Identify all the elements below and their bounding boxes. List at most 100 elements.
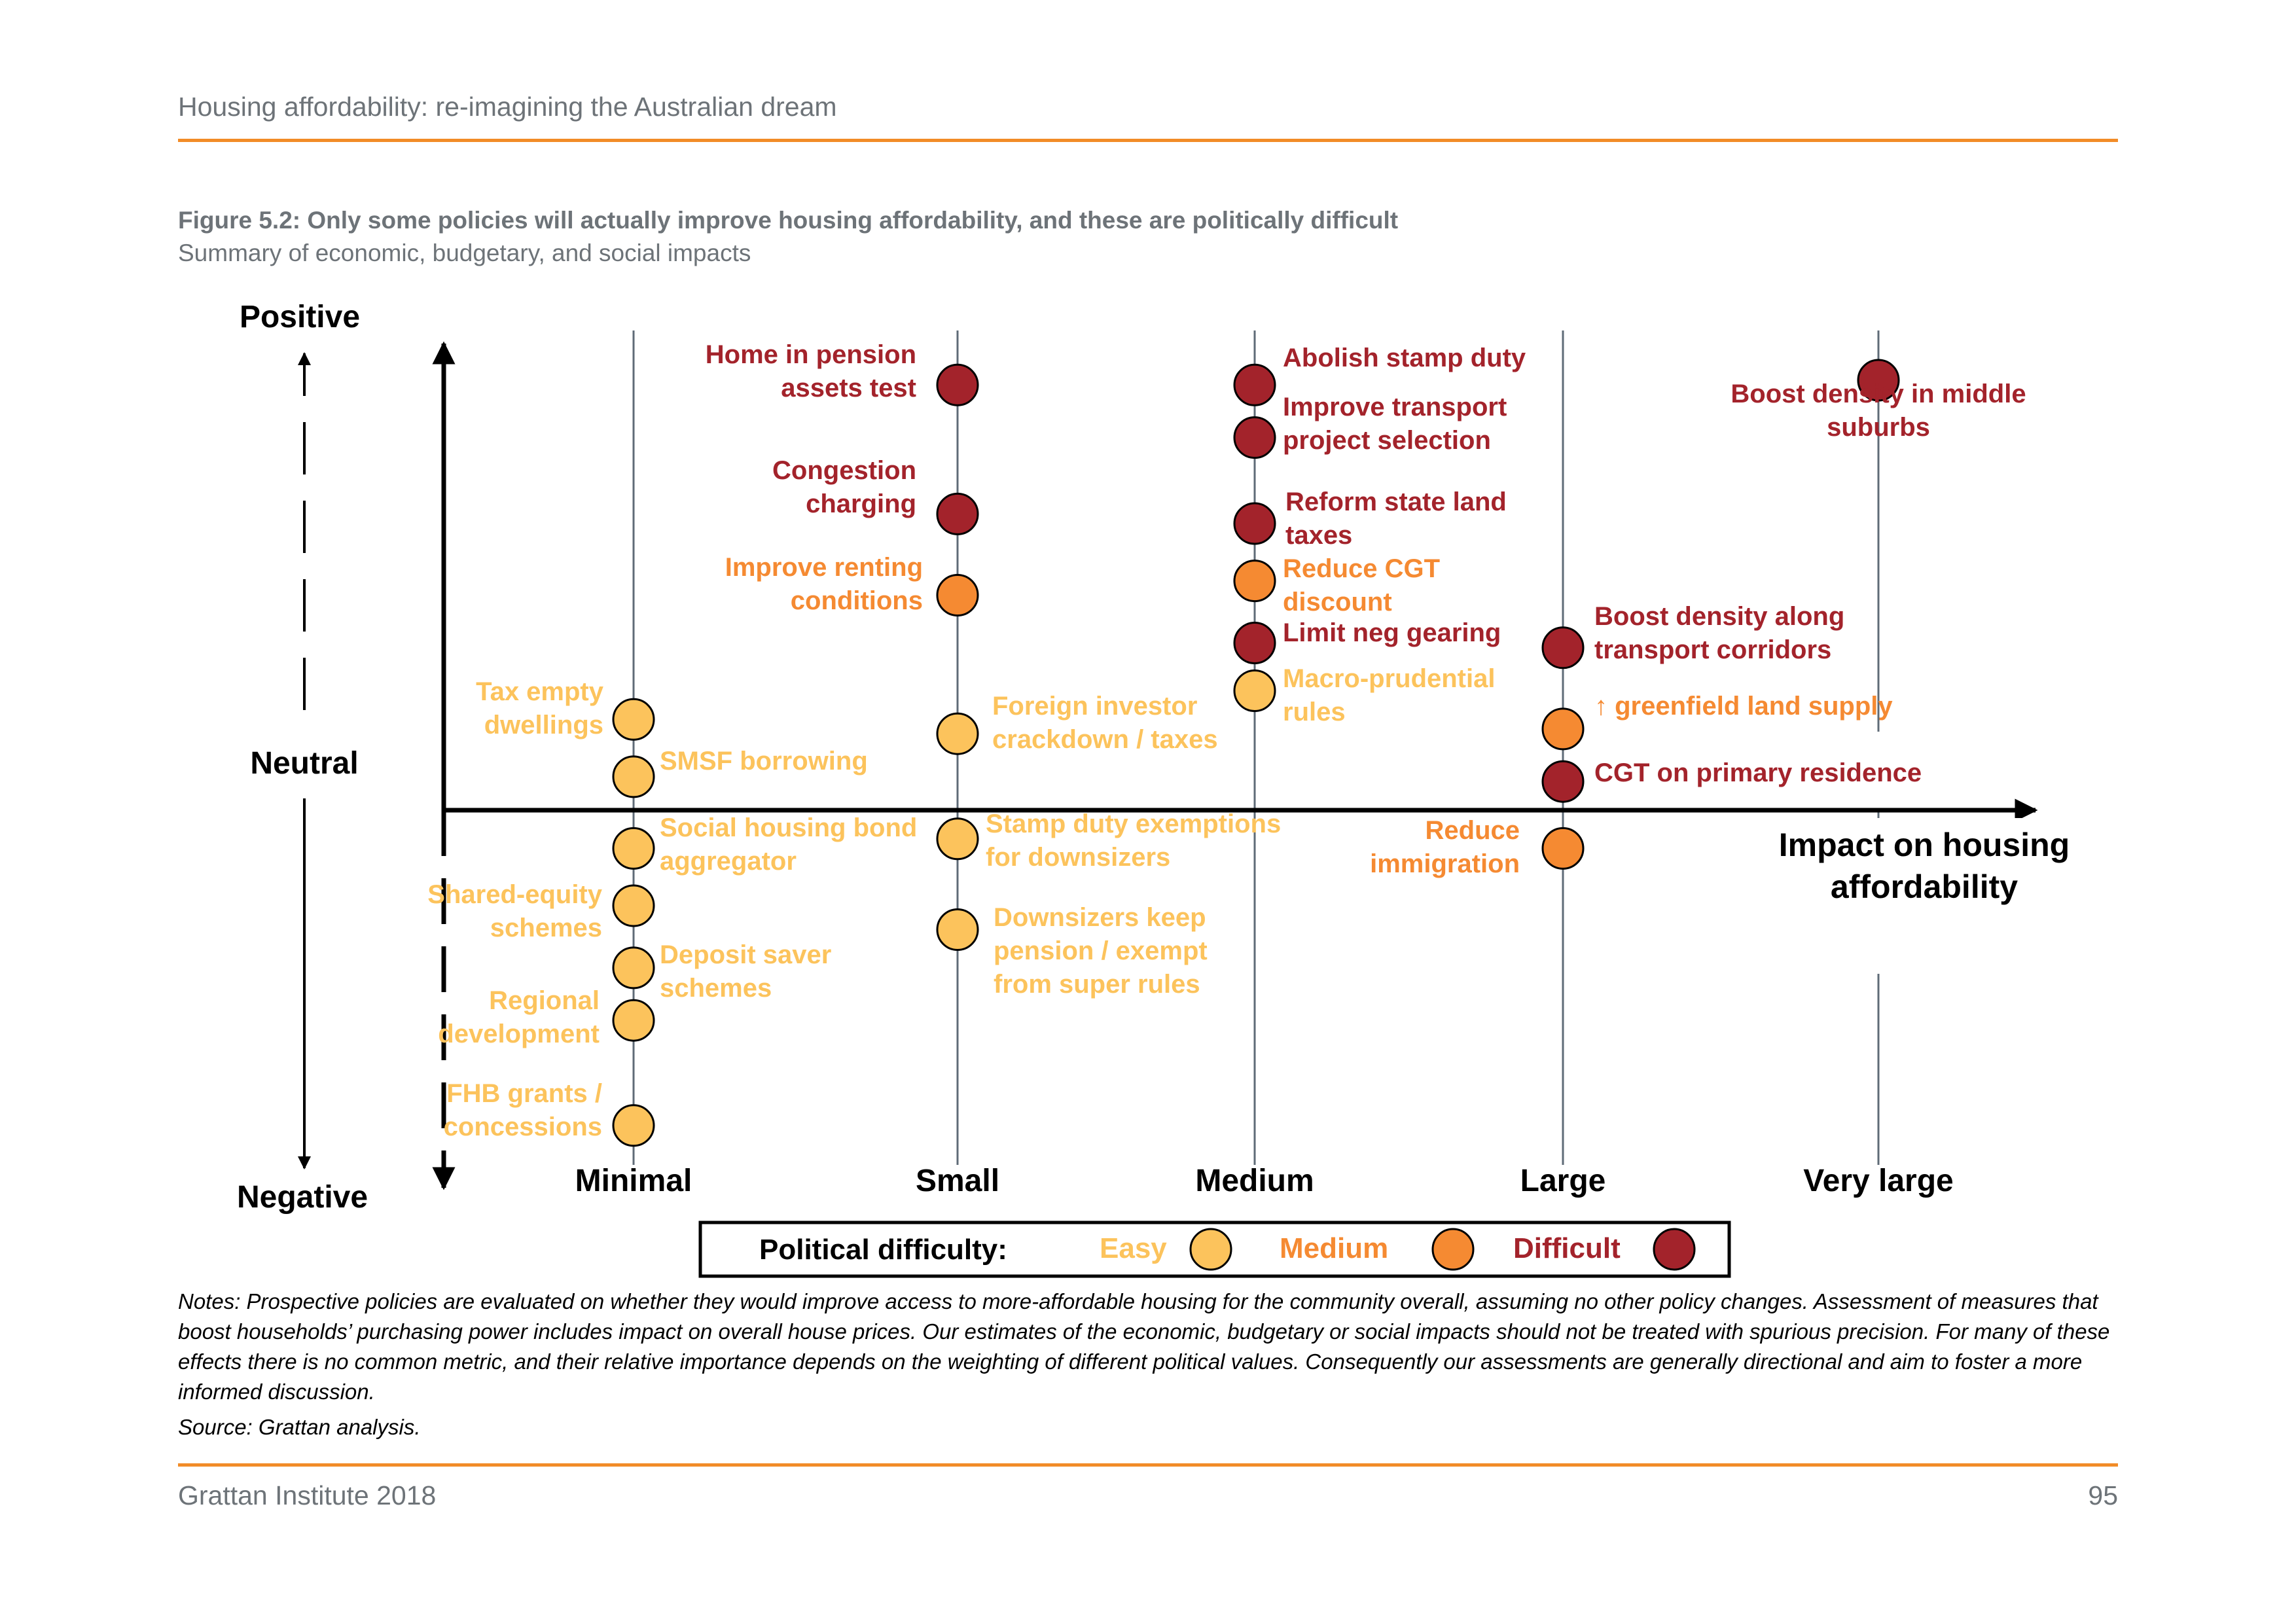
label-smsf-borrowing: SMSF borrowing — [660, 747, 868, 776]
notes: Notes: Prospective policies are evaluate… — [178, 1289, 2110, 1404]
marker-downsizers-keep-pension-exempt-from-super-rules — [936, 908, 979, 951]
y-label-negative: Negative — [237, 1180, 368, 1215]
marker-greenfield-land-supply — [1541, 707, 1585, 751]
point-fhb-grants-concessions: FHB grants /concessions — [444, 1079, 655, 1147]
marker-stamp-duty-exemptions-for-downsizers — [936, 817, 979, 861]
point-greenfield-land-supply: ↑ greenfield land supply — [1541, 692, 1893, 751]
marker-home-in-pension-assets-test — [936, 363, 979, 406]
x-tick-medium: Medium — [1195, 1164, 1314, 1198]
marker-social-housing-bond-aggregator — [612, 827, 655, 870]
point-limit-neg-gearing: Limit neg gearing — [1233, 618, 1501, 664]
marker-improve-renting-conditions — [936, 574, 979, 616]
legend-marker-difficult — [1653, 1228, 1696, 1271]
x-tick-large: Large — [1520, 1164, 1606, 1198]
marker-reduce-cgt-discount — [1233, 560, 1276, 603]
footer-rule — [178, 1463, 2118, 1467]
legend-marker-medium — [1431, 1228, 1475, 1271]
point-smsf-borrowing: SMSF borrowing — [612, 747, 868, 798]
marker-limit-neg-gearing — [1233, 622, 1276, 664]
legend-marker-easy — [1189, 1228, 1232, 1271]
legend-title: Political difficulty: — [759, 1234, 1007, 1266]
label-fhb-grants-concessions: FHB grants /concessions — [444, 1079, 602, 1141]
marker-regional-development — [612, 999, 655, 1042]
legend-label-easy: Easy — [1100, 1232, 1167, 1264]
marker-shared-equity-schemes — [612, 884, 655, 927]
marker-boost-density-in-middle-suburbs — [1857, 359, 1900, 402]
marker-reform-state-land-taxes — [1233, 502, 1276, 545]
label-abolish-stamp-duty: Abolish stamp duty — [1283, 344, 1526, 372]
marker-tax-empty-dwellings — [612, 698, 655, 741]
footer-institute: Grattan Institute 2018 — [178, 1480, 437, 1510]
header-rule — [178, 139, 2118, 142]
marker-deposit-saver-schemes — [612, 946, 655, 990]
x-tick-small: Small — [916, 1164, 999, 1198]
legend-label-difficult: Difficult — [1513, 1232, 1621, 1264]
figure-subtitle: Summary of economic, budgetary, and soci… — [178, 240, 751, 266]
marker-macro-prudential-rules — [1233, 669, 1276, 712]
marker-fhb-grants-concessions — [612, 1104, 655, 1147]
marker-reduce-immigration — [1541, 827, 1585, 870]
legend: Political difficulty: Easy Medium Difficult — [698, 1221, 1731, 1278]
page-number: 95 — [2088, 1480, 2118, 1510]
source: Source: Grattan analysis. — [178, 1415, 421, 1439]
marker-congestion-charging — [936, 492, 979, 535]
x-axis-title-bg — [1761, 818, 2088, 908]
running-header: Housing affordability: re-imagining the … — [178, 92, 837, 122]
label-cgt-on-primary-residence: CGT on primary residence — [1594, 758, 1922, 787]
marker-smsf-borrowing — [612, 755, 655, 798]
y-label-positive: Positive — [240, 300, 360, 334]
x-tick-very-large: Very large — [1803, 1164, 1954, 1198]
point-cgt-on-primary-residence: CGT on primary residence — [1541, 758, 1922, 803]
label-limit-neg-gearing: Limit neg gearing — [1283, 618, 1501, 647]
marker-foreign-investor-crackdown-taxes — [936, 712, 979, 755]
marker-improve-transport-project-selection — [1233, 416, 1276, 459]
point-abolish-stamp-duty: Abolish stamp duty — [1233, 344, 1526, 406]
y-label-neutral: Neutral — [250, 746, 358, 781]
figure-title: Figure 5.2: Only some policies will actu… — [178, 207, 1399, 234]
legend-label-medium: Medium — [1280, 1232, 1388, 1264]
marker-cgt-on-primary-residence — [1541, 760, 1585, 803]
marker-abolish-stamp-duty — [1233, 363, 1276, 406]
marker-boost-density-along-transport-corridors — [1541, 626, 1585, 669]
x-tick-minimal: Minimal — [575, 1164, 692, 1198]
